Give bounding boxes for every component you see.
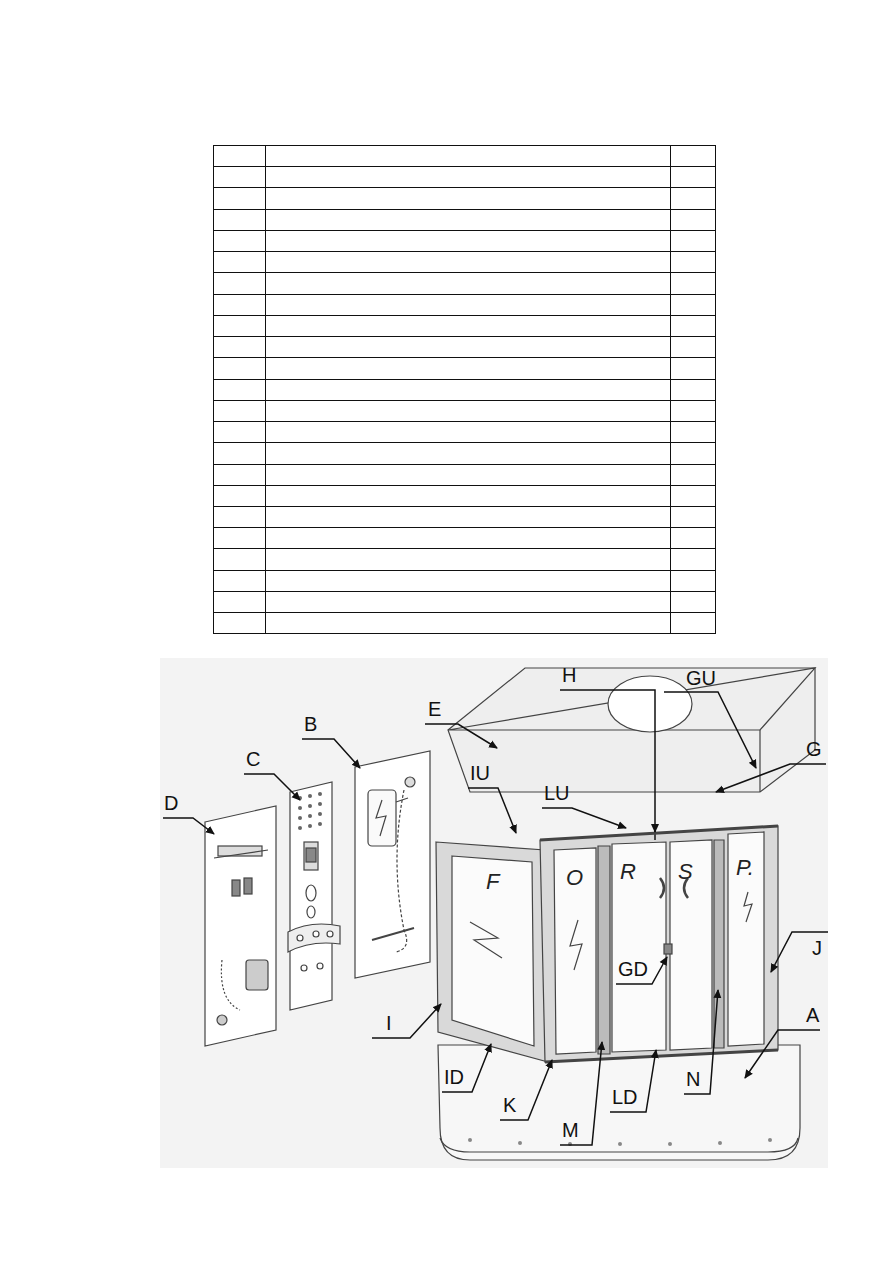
callout-letter: K [503,1094,516,1117]
front-frame [540,826,778,1062]
callout-letter: GU [686,667,716,690]
parts-table [213,145,716,634]
callout-letter: J [812,937,822,960]
panel-letter: O [566,866,583,889]
callout-letter: A [806,1004,819,1027]
illustration-ground [160,658,828,1168]
callout-letter: E [428,698,441,721]
callout-letter: GD [618,958,648,981]
callout-letter: H [562,664,576,687]
callout-letter: ID [444,1066,464,1089]
roof [448,668,815,792]
callout-letter: I [386,1012,392,1035]
callout-letter: B [304,713,317,736]
leader-lines [163,690,828,1145]
panel-letter: R [620,860,636,883]
panel-letter: F [486,870,499,893]
side-panel [205,806,276,1046]
panel-letter: P. [736,856,754,879]
shower-tray [438,1045,800,1160]
callout-letter: M [562,1119,579,1142]
callout-letter: D [164,792,178,815]
back-panel [355,751,430,978]
panel-letter: S [678,860,693,883]
callout-letter: LU [544,782,570,805]
callout-letter: LD [612,1086,638,1109]
callout-letter: N [686,1068,700,1091]
callout-letter: C [246,748,260,771]
callout-letter: IU [470,762,490,785]
callout-letter: G [806,738,822,761]
side-glass [436,842,548,1062]
column-panel [288,782,340,1010]
